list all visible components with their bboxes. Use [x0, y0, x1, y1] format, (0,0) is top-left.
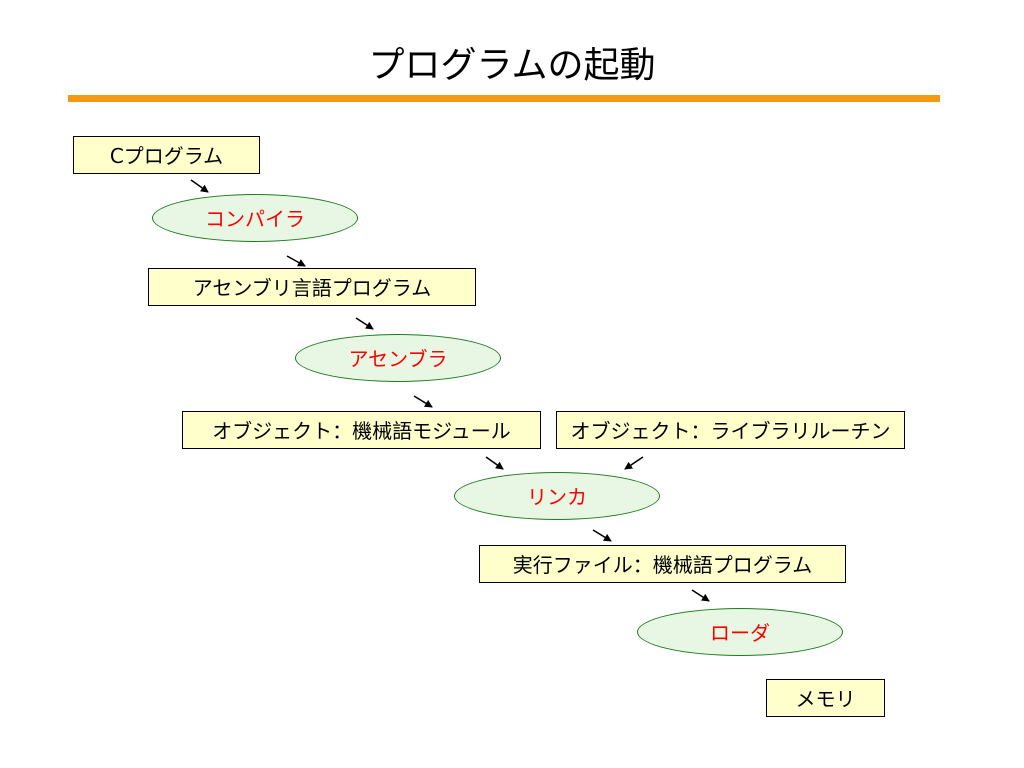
executable-box: 実行ファイル：機械語プログラム [479, 545, 846, 583]
assembler-oval: アセンブラ [295, 334, 501, 382]
arrow-linker-to-executable [592, 529, 612, 542]
arrow-assembly-to-assembler [355, 317, 374, 330]
assembly-program-box: アセンブリ言語プログラム [148, 268, 476, 306]
arrow-object-to-linker [485, 456, 504, 470]
arrow-executable-to-loader [691, 589, 710, 602]
object-library-box: オブジェクト：ライブラリルーチン [556, 411, 905, 449]
loader-oval: ローダ [637, 608, 843, 656]
title-divider [68, 95, 940, 102]
object-module-box: オブジェクト：機械語モジュール [182, 411, 541, 449]
arrow-assembler-to-object [413, 395, 433, 408]
compiler-oval: コンパイラ [152, 194, 358, 242]
arrow-library-to-linker [624, 456, 644, 470]
arrow-c-to-compiler [190, 179, 209, 193]
memory-box: メモリ [766, 679, 885, 717]
slide-title: プログラムの起動 [368, 45, 656, 86]
linker-oval: リンカ [454, 472, 660, 520]
arrow-compiler-to-assembly [286, 255, 306, 267]
c-program-box: Cプログラム [73, 136, 260, 174]
